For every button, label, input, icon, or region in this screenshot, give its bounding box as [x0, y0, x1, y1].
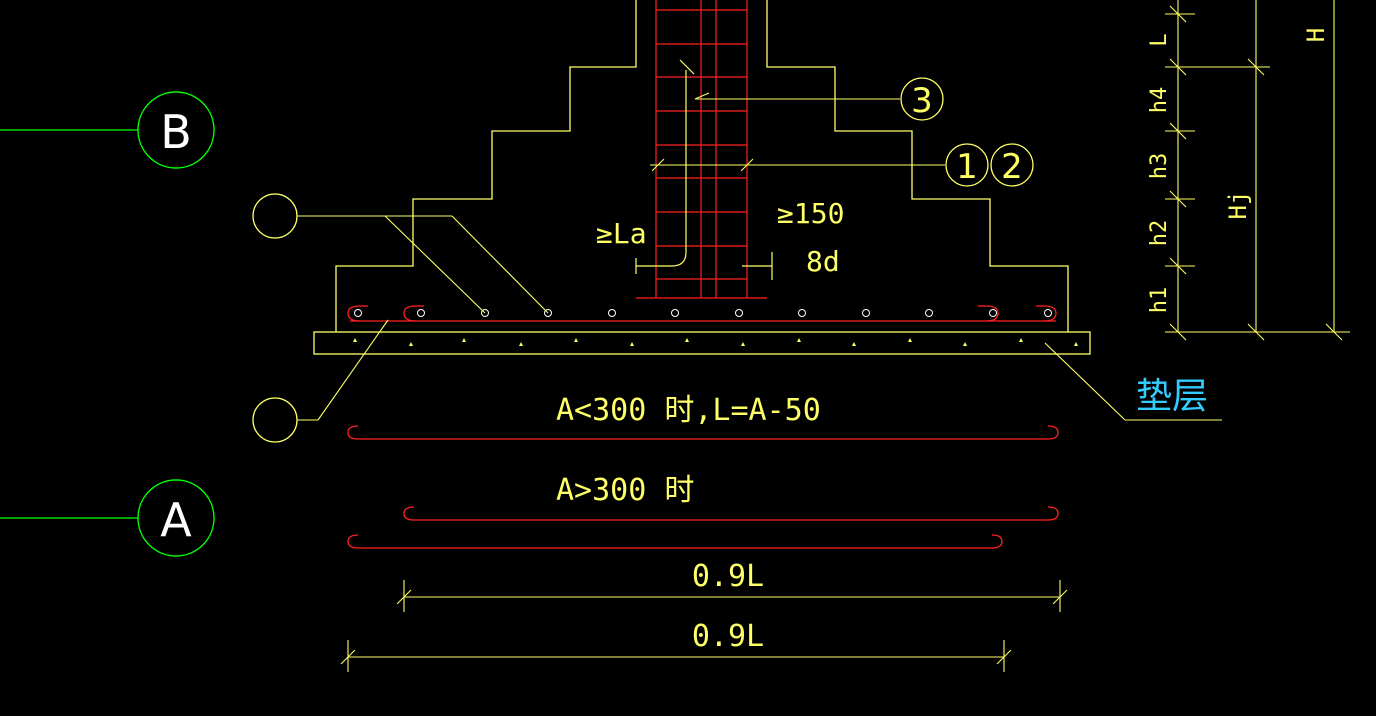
- cushion-callout[interactable]: 垫层: [1044, 342, 1222, 421]
- callout-bubble-empty-lower: [252, 397, 298, 443]
- cushion-label: 垫层: [1136, 376, 1208, 417]
- length-dim-top: [396, 580, 1068, 612]
- callout-bar-3[interactable]: 3: [694, 77, 944, 121]
- length-top-label: 0.9L: [692, 559, 764, 594]
- callout-bubble-3: [900, 77, 944, 121]
- callout-bubble-empty-upper: [252, 193, 298, 239]
- dim-L-label: L: [1147, 33, 1172, 46]
- dim-h4-label: h4: [1147, 87, 1172, 114]
- dim-H-label: H: [1302, 28, 1330, 42]
- anchor-length-label: ≥La: [596, 217, 647, 250]
- axis-a-bubble: [137, 479, 215, 557]
- bar-detail-staggered: [347, 506, 1059, 549]
- vertical-dimensions: [1165, 0, 1350, 341]
- column-cage: [636, 0, 767, 299]
- length-dim-bottom: [340, 640, 1012, 672]
- axis-a-label: A: [160, 493, 192, 547]
- rule-a-gt-300: A>300 时: [556, 473, 694, 508]
- axis-b-label: B: [160, 105, 192, 159]
- callout-label-3: 3: [911, 81, 933, 121]
- rule-a-lt-300: A<300 时,L=A-50: [556, 393, 821, 428]
- callout-upper-left[interactable]: [252, 193, 549, 314]
- dim-Hj-label: Hj: [1224, 191, 1252, 220]
- grid-axis-b[interactable]: B: [0, 91, 215, 169]
- distribution-bars: [354, 309, 1052, 317]
- callout-bubble-1: [945, 143, 989, 187]
- cushion-layer: [313, 331, 1091, 355]
- min-150-label: ≥150: [777, 197, 844, 230]
- grid-axis-a[interactable]: A: [0, 479, 215, 557]
- dim-h3-label: h3: [1147, 153, 1172, 180]
- callout-label-1: 1: [956, 147, 978, 187]
- length-bottom-label: 0.9L: [692, 619, 764, 654]
- footing-outline-left: [335, 0, 637, 332]
- callout-label-2: 2: [1001, 147, 1023, 187]
- callout-bars-1-2[interactable]: 1 2: [650, 143, 1034, 187]
- bar-detail-full: [347, 425, 1059, 440]
- dowel-bar-left: [636, 70, 687, 267]
- cushion-hatch: [353, 338, 1078, 346]
- callout-bubble-2: [990, 143, 1034, 187]
- eight-d-label: 8d: [806, 245, 840, 278]
- dim-h1-label: h1: [1147, 287, 1172, 314]
- footing-outline-right: [766, 0, 1069, 332]
- callout-lower-left[interactable]: [252, 319, 389, 443]
- axis-b-bubble: [137, 91, 215, 169]
- dim-h2-label: h2: [1147, 220, 1172, 247]
